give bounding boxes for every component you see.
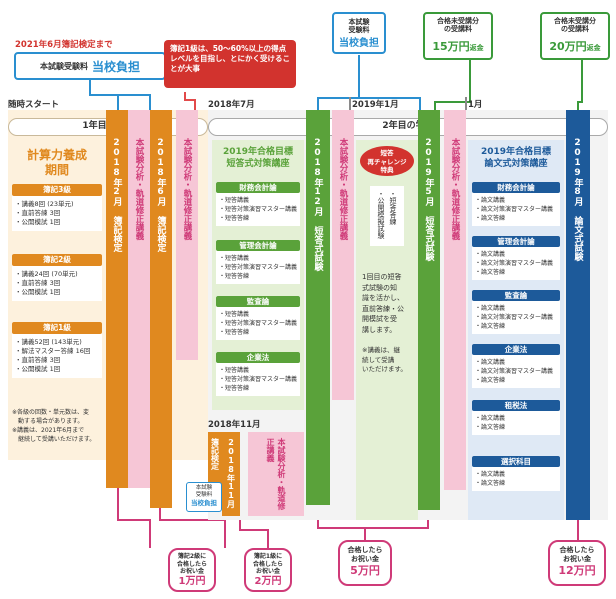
- fee-value: 当校負担: [91, 59, 140, 74]
- challenge-note: ※講義は、継 続して受講 いただけます。: [362, 346, 407, 373]
- essay-group-2: 管理会計論 ・論文講義 ・論文対策演習マスター講義 ・論文答練: [472, 236, 560, 280]
- timeline-jan: 1月: [468, 100, 483, 110]
- challenge-badge: 短答 再チャレンジ 特典: [360, 146, 414, 176]
- left-notes: ※各級の回数・単元数は、変 動する場合があります。 ※講義は、2021年6月まで…: [12, 409, 96, 443]
- fee-box-3: 合格未受講分 の受講料 20万円返金: [540, 12, 610, 60]
- timeline-2019-jan: 2019年1月: [352, 100, 399, 110]
- essay-group-6: 選択科目 ・論文講義 ・論文答練: [472, 456, 560, 491]
- year2-header: 2年目の学習: [208, 118, 608, 136]
- short-group-3: 監査論 ・短答講義 ・短答対策演習マスター講義 ・短答答練: [216, 296, 300, 340]
- reward-4: 合格したら お祝い金 12万円: [548, 540, 606, 586]
- fee-box-2: 合格未受講分 の受講料 15万円返金: [423, 12, 493, 60]
- bar-exam-may: 2019年5月 短答式試験: [418, 110, 440, 510]
- small-fee-box: 本試験 受験料 当校負担: [186, 482, 222, 512]
- timeline-2018-jul: 2018年7月: [208, 100, 255, 110]
- callout-red: 簿記1級は、50〜60%以上の得点レベルを目指し、とにかく受けることが大事: [164, 40, 296, 88]
- bar-exam-jun: 2018年6月 簿記検定: [150, 110, 172, 508]
- short-group-1: 財務会計論 ・短答講義 ・短答対策演習マスター講義 ・短答答練: [216, 182, 300, 226]
- short-group-2: 管理会計論 ・短答講義 ・短答対策演習マスター講義 ・短答答練: [216, 240, 300, 284]
- essay-group-4: 企業法 ・論文講義 ・論文対策演習マスター講義 ・論文答練: [472, 344, 560, 388]
- left-panel-title: 計算力養成 期間: [26, 148, 87, 177]
- reward-2: 簿記1級に 合格したら お祝い金 2万円: [244, 548, 292, 592]
- left-panel: 計算力養成 期間: [12, 140, 102, 178]
- fee-label: 本試験受験料: [39, 61, 88, 71]
- bar-exam-feb: 2018年2月 簿記検定: [106, 110, 128, 488]
- timeline-2018-nov: 2018年11月: [208, 420, 261, 430]
- bar-analysis-3: 本試験分析・軌道修正講義: [332, 110, 354, 400]
- bar-analysis-1: 本試験分析・軌道修正講義: [128, 110, 150, 488]
- reward-1: 簿記2級に 合格したら お祝い金 1万円: [168, 548, 216, 592]
- bar-exam-dec: 2018年12月 短答式試験: [306, 110, 330, 505]
- essay-group-1: 財務会計論 ・論文講義 ・論文対策演習マスター講義 ・論文答練: [472, 182, 560, 226]
- date-note: 2021年6月簿記検定まで: [15, 40, 113, 50]
- challenge-items: ・公開模擬試験 ・短答答練: [370, 186, 404, 246]
- group-boki3: 簿記3級 ・講義8回 (23単元) ・直前答練 3回 ・公開模試 1回: [12, 184, 102, 231]
- group-boki2: 簿記2級 ・講義24回 (70単元) ・直前答練 3回 ・公開模試 1回: [12, 254, 102, 301]
- essay-group-3: 監査論 ・論文講義 ・論文対策演習マスター講義 ・論文答練: [472, 290, 560, 334]
- bar-exam-nov-a: 簿記検定: [208, 432, 222, 496]
- timeline-start: 随時スタート: [8, 100, 60, 110]
- reward-3: 合格したら お祝い金 5万円: [338, 540, 392, 586]
- group-boki1: 簿記1級 ・講義52回 (143単元) ・解法マスター答練 16回 ・直前答練 …: [12, 322, 102, 378]
- bar-analysis-2: 本試験分析・軌道修正講義: [176, 110, 198, 360]
- bar-analysis-4: 本試験分析・軌道修正講義: [444, 110, 466, 490]
- bar-analysis-5: 本試験分析・軌道修正講義: [248, 432, 304, 516]
- bar-exam-aug: 2019年8月 論文式試験: [566, 110, 590, 520]
- bar-exam-nov-b: 2018年11月: [222, 432, 240, 516]
- short-group-4: 企業法 ・短答講義 ・短答対策演習マスター講義 ・短答答練: [216, 352, 300, 396]
- essay-group-5: 租税法 ・論文講義 ・論文答練: [472, 400, 560, 435]
- fee-box-1: 本試験 受験料 当校負担: [332, 12, 386, 54]
- challenge-desc: 1回目の短答 式試験の知 識を活かし、 直前答練・公 開模試を受 講します。: [362, 273, 404, 334]
- fee-box-top-left: 本試験受験料 当校負担: [14, 52, 166, 80]
